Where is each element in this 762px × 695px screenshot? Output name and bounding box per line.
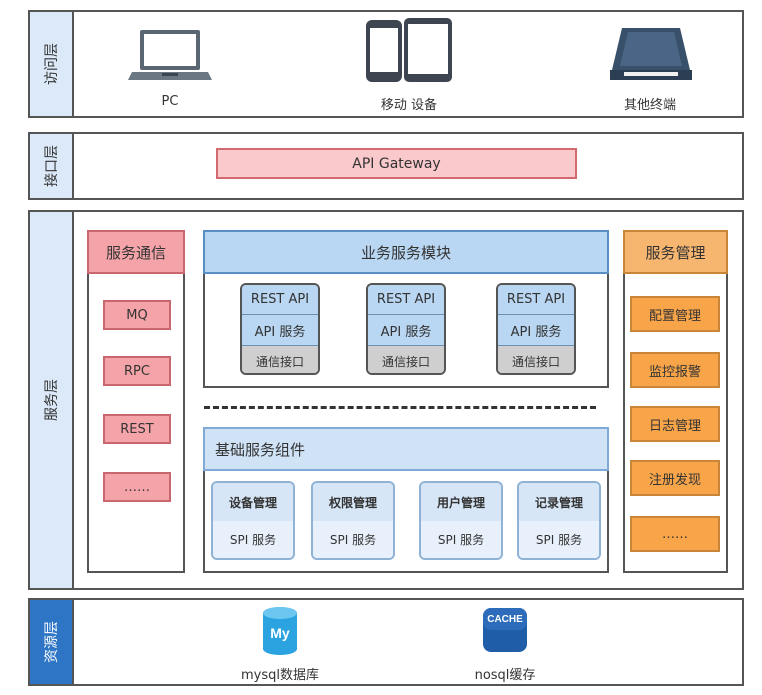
service-layer-label: 服务层 [28,210,74,590]
access-layer-label-text: 访问层 [44,43,60,85]
spi-service-label: SPI 服务 [421,521,501,558]
rest-api-label: REST API [368,285,444,315]
mobile-device-label: 移动 设备 [380,98,438,113]
base-components-title: 基础服务组件 [203,427,609,471]
mgmt-item-more: …… [630,516,720,552]
mgmt-item-monitor: 监控报警 [630,352,720,388]
spi-service-label: SPI 服务 [519,521,599,558]
cache-icon: CACHE [481,606,529,658]
component-permission-mgmt: 权限管理 SPI 服务 [311,481,395,560]
mgmt-item-config: 配置管理 [630,296,720,332]
service-layer-label-text: 服务层 [44,379,60,421]
resource-layer-band [72,598,744,686]
mysql-icon-text: My [270,625,290,641]
api-service-label: API 服务 [242,315,318,346]
nosql-label: nosql缓存 [474,668,536,683]
business-module-title: 业务服务模块 [203,230,609,274]
terminal-icon [606,26,696,88]
mysql-label: mysql数据库 [241,668,319,683]
service-communication-panel [87,230,185,573]
rest-api-label: REST API [242,285,318,315]
business-module-3: REST API API 服务 通信接口 [496,283,576,375]
component-name: 记录管理 [519,483,599,521]
resource-layer-label: 资源层 [28,598,74,686]
spi-service-label: SPI 服务 [213,521,293,558]
service-communication-title: 服务通信 [87,230,185,274]
other-terminal-label: 其他终端 [623,98,676,113]
rest-api-label: REST API [498,285,574,315]
comm-interface-label: 通信接口 [368,346,444,373]
interface-layer-label-text: 接口层 [44,145,60,187]
cache-icon-text: CACHE [487,614,523,625]
comm-item-more: …… [103,472,171,502]
api-gateway: API Gateway [216,148,577,179]
laptop-icon [128,26,212,88]
interface-layer-label: 接口层 [28,132,74,200]
business-module-1: REST API API 服务 通信接口 [240,283,320,375]
api-service-label: API 服务 [498,315,574,346]
mgmt-item-log: 日志管理 [630,406,720,442]
component-name: 设备管理 [213,483,293,521]
mobile-tablet-icon [364,16,454,88]
mgmt-item-discovery: 注册发现 [630,460,720,496]
comm-interface-label: 通信接口 [242,346,318,373]
component-user-mgmt: 用户管理 SPI 服务 [419,481,503,560]
comm-item-rest: REST [103,414,171,444]
business-module-2: REST API API 服务 通信接口 [366,283,446,375]
comm-item-mq: MQ [103,300,171,330]
component-name: 用户管理 [421,483,501,521]
spi-service-label: SPI 服务 [313,521,393,558]
component-device-mgmt: 设备管理 SPI 服务 [211,481,295,560]
pc-label: PC [161,94,179,109]
access-layer-label: 访问层 [28,10,74,118]
mysql-icon: My [261,606,299,660]
comm-interface-label: 通信接口 [498,346,574,373]
api-service-label: API 服务 [368,315,444,346]
component-record-mgmt: 记录管理 SPI 服务 [517,481,601,560]
resource-layer-label-text: 资源层 [44,621,60,663]
dashed-divider [204,406,596,409]
component-name: 权限管理 [313,483,393,521]
service-management-title: 服务管理 [623,230,728,274]
comm-item-rpc: RPC [103,356,171,386]
service-management-panel [623,230,728,573]
